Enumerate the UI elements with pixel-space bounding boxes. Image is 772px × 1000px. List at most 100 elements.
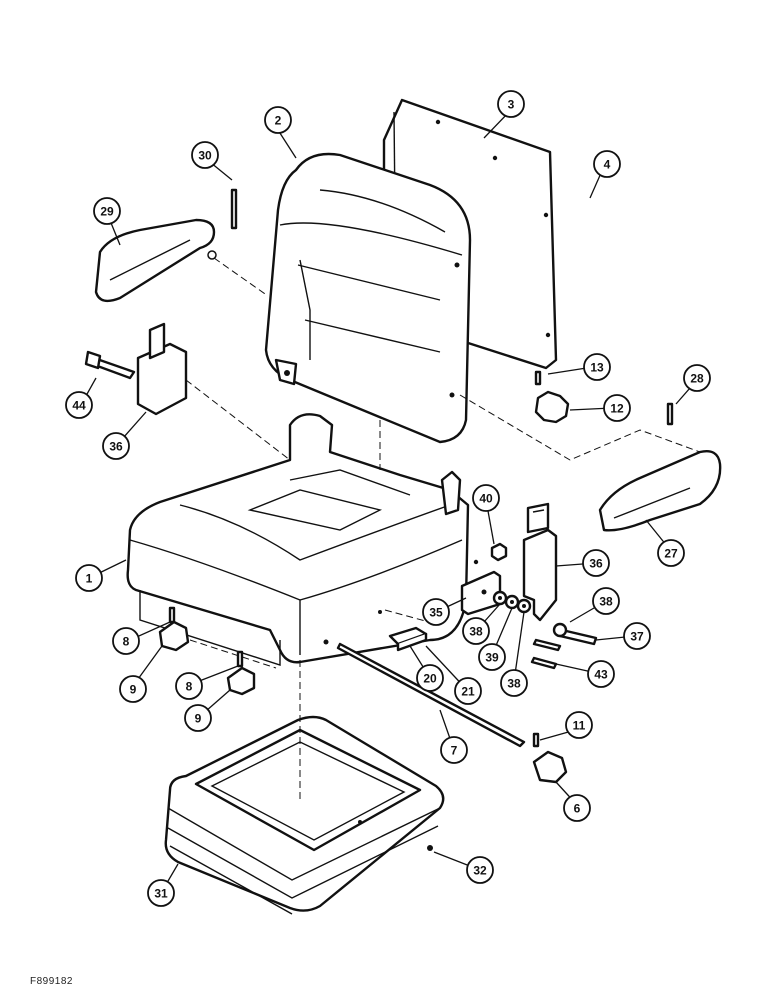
- knob-12-part: [534, 370, 570, 424]
- callout-label: 36: [109, 440, 123, 454]
- callout-9: 9: [184, 704, 212, 732]
- callout-circle: [184, 704, 212, 732]
- callout-2: 2: [264, 106, 292, 134]
- callout-circle: [657, 539, 685, 567]
- callout-label: 27: [664, 547, 678, 561]
- callout-7: 7: [440, 736, 468, 764]
- callout-label: 40: [479, 492, 493, 506]
- callout-label: 31: [154, 887, 168, 901]
- callout-label: 2: [275, 114, 282, 128]
- callout-circle: [593, 150, 621, 178]
- callout-label: 43: [594, 668, 608, 682]
- suspension-boot-part: [164, 715, 445, 915]
- callout-circle: [472, 484, 500, 512]
- callout-label: 21: [461, 685, 475, 699]
- callout-label: 4: [604, 158, 611, 172]
- callout-1: 1: [75, 564, 103, 592]
- callout-circle: [623, 622, 651, 650]
- callout-label: 6: [574, 802, 581, 816]
- callout-label: 8: [186, 680, 193, 694]
- callout-circle: [478, 643, 506, 671]
- callout-38: 38: [592, 587, 620, 615]
- figure-id: F899182: [30, 976, 73, 987]
- callout-circle: [102, 432, 130, 460]
- callout-circle: [454, 677, 482, 705]
- callout-32: 32: [466, 856, 494, 884]
- callout-circle: [582, 549, 610, 577]
- callout-36: 36: [582, 549, 610, 577]
- callout-label: 20: [423, 672, 437, 686]
- callout-label: 35: [429, 606, 443, 620]
- callout-40: 40: [472, 484, 500, 512]
- callout-31: 31: [147, 879, 175, 907]
- callout-38: 38: [462, 617, 490, 645]
- callout-circle: [565, 711, 593, 739]
- callout-label: 1: [86, 572, 93, 586]
- knob-9-left-part: [158, 606, 190, 652]
- callout-label: 29: [100, 205, 114, 219]
- callout-label: 38: [599, 595, 613, 609]
- left-seatbelt-bracket-part: [84, 322, 188, 416]
- callout-circle: [416, 664, 444, 692]
- knob-6-part: [532, 732, 568, 784]
- callout-21: 21: [454, 677, 482, 705]
- callout-label: 28: [690, 372, 704, 386]
- callout-label: 9: [130, 683, 137, 697]
- callout-label: 38: [469, 625, 483, 639]
- callout-circle: [65, 391, 93, 419]
- callout-label: 11: [573, 719, 586, 733]
- callout-circle: [175, 672, 203, 700]
- callout-29: 29: [93, 197, 121, 225]
- callout-37: 37: [623, 622, 651, 650]
- callout-circle: [440, 736, 468, 764]
- callout-label: 8: [123, 635, 130, 649]
- callout-label: 12: [610, 402, 624, 416]
- slider-20-part: [388, 626, 428, 652]
- callout-circle: [75, 564, 103, 592]
- callout-circle: [119, 675, 147, 703]
- callout-8: 8: [175, 672, 203, 700]
- callout-3: 3: [497, 90, 525, 118]
- callout-circle: [683, 364, 711, 392]
- bolts-37-43-part: [530, 622, 598, 670]
- right-seatbelt-bracket-part: [522, 502, 558, 622]
- callout-20: 20: [416, 664, 444, 692]
- callout-circle: [603, 394, 631, 422]
- callout-circle: [93, 197, 121, 225]
- callout-label: 9: [195, 712, 202, 726]
- callout-circle: [112, 627, 140, 655]
- callout-circle: [583, 353, 611, 381]
- callout-circle: [587, 660, 615, 688]
- knob-9-right-part: [226, 650, 256, 696]
- callout-38: 38: [500, 669, 528, 697]
- callout-27: 27: [657, 539, 685, 567]
- callout-circle: [497, 90, 525, 118]
- callout-label: 44: [72, 399, 86, 413]
- callout-circle: [563, 794, 591, 822]
- seat-back-cushion-part: [264, 152, 472, 444]
- callout-44: 44: [65, 391, 93, 419]
- callout-circle: [466, 856, 494, 884]
- callout-4: 4: [593, 150, 621, 178]
- callout-36: 36: [102, 432, 130, 460]
- callout-label: 30: [198, 149, 212, 163]
- callout-label: 38: [507, 677, 521, 691]
- callout-label: 13: [590, 361, 604, 375]
- seat-cushion-part: [126, 413, 487, 666]
- mount-bracket-35-part: [460, 570, 502, 616]
- washers-38-39-part: [492, 590, 532, 614]
- callout-label: 32: [473, 864, 487, 878]
- callout-43: 43: [587, 660, 615, 688]
- callout-8: 8: [112, 627, 140, 655]
- callout-13: 13: [583, 353, 611, 381]
- callout-30: 30: [191, 141, 219, 169]
- callout-label: 39: [485, 651, 499, 665]
- callout-39: 39: [478, 643, 506, 671]
- assembly-lines: [185, 257, 701, 800]
- callout-28: 28: [683, 364, 711, 392]
- rod-7-part: [336, 642, 526, 748]
- callout-35: 35: [422, 598, 450, 626]
- nut-40-part: [490, 542, 508, 562]
- right-armrest-part: [598, 402, 722, 532]
